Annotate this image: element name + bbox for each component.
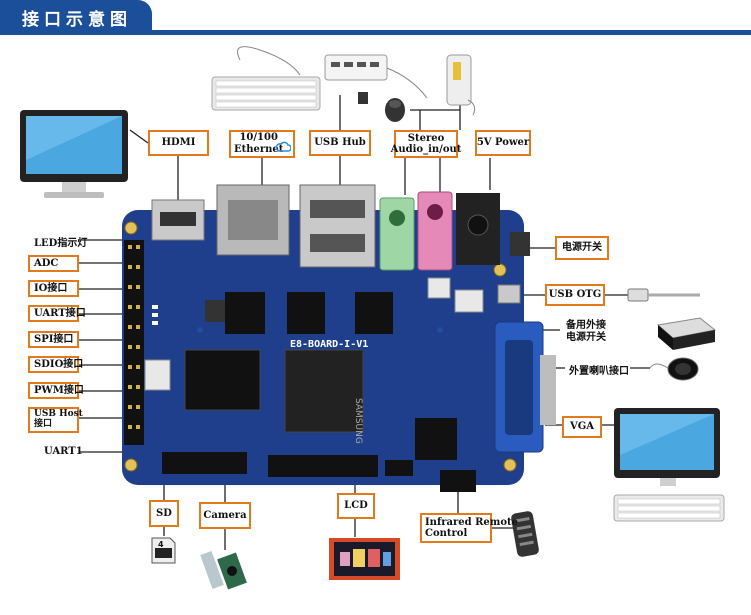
label-infrared-remote: Infrared Remote Control — [420, 513, 518, 543]
label-sd-text: SD — [156, 507, 172, 519]
monitor-vga-picture — [613, 408, 725, 522]
label-sdio: SDIO接口 — [28, 356, 83, 373]
backup-power-picture — [656, 317, 717, 350]
label-camera-text: Camera — [203, 509, 247, 521]
label-backup-power: 备用外接 电源开关 — [566, 320, 606, 344]
label-camera: Camera — [199, 502, 251, 529]
speaker-picture — [649, 357, 699, 381]
label-pwm-text: PWM接口 — [34, 384, 84, 396]
board-picture — [122, 184, 556, 492]
label-led: LED指示灯 — [34, 238, 88, 249]
label-usb-hub-text: USB Hub — [314, 137, 366, 149]
label-io-text: IO接口 — [34, 282, 68, 294]
label-backup-line1: 备用外接 — [566, 320, 606, 331]
label-usb-host-line1: USB Host — [34, 409, 83, 419]
label-speaker: 外置喇叭接口 — [569, 366, 629, 377]
header-bar: 接口示意图 — [0, 0, 751, 38]
label-hdmi: HDMI — [148, 130, 209, 156]
chip-brand-label: SAMSUNG — [353, 398, 363, 444]
audio-device-picture — [446, 54, 476, 116]
header-rule — [0, 30, 751, 35]
label-stereo-audio: Stereo Audio_in/out — [391, 130, 461, 158]
page-title: 接口示意图 — [0, 0, 152, 34]
label-usb-otg-text: USB OTG — [548, 289, 602, 301]
label-vga-text: VGA — [569, 421, 595, 433]
label-uart-text: UART接口 — [34, 307, 86, 319]
label-power-switch-text: 电源开关 — [562, 242, 602, 254]
usb-cable-picture — [627, 288, 700, 302]
label-stereo-line1: Stereo — [407, 132, 445, 144]
label-ethernet: 10/100 Ethernet — [229, 130, 295, 158]
label-uart1: UART1 — [44, 446, 83, 457]
label-usb-host: USB Host 接口 — [28, 407, 83, 433]
monitor-hdmi-picture — [20, 110, 128, 198]
label-hdmi-text: HDMI — [161, 137, 196, 149]
label-ir-line1: Infrared Remote — [425, 516, 519, 528]
label-5v-power-text: 5V Power — [476, 137, 530, 149]
keyboard-mouse-picture — [211, 46, 428, 122]
sd-capacity: 4 — [158, 540, 164, 549]
label-adc-text: ADC — [34, 257, 59, 269]
label-usb-hub: USB Hub — [309, 130, 371, 156]
label-adc: ADC — [28, 255, 79, 272]
label-io: IO接口 — [28, 280, 79, 297]
label-usb-otg: USB OTG — [545, 284, 605, 306]
board-silkscreen-label: E8-BOARD-I-V1 — [290, 339, 368, 350]
label-vga: VGA — [562, 416, 602, 438]
label-lcd: LCD — [337, 493, 375, 519]
label-stereo-line2: Audio_in/out — [390, 144, 462, 155]
label-ethernet-text: 10/100 Ethernet — [234, 132, 283, 157]
camera-module-picture — [200, 551, 247, 590]
sd-card-picture: 4 — [151, 537, 176, 564]
label-uart: UART接口 — [28, 305, 86, 322]
cloud-icon — [275, 141, 291, 152]
label-spi-text: SPI接口 — [34, 333, 74, 345]
label-power-switch: 电源开关 — [555, 236, 609, 260]
label-backup-line2: 电源开关 — [566, 332, 606, 343]
label-ir-line2: Control — [425, 528, 468, 539]
label-lcd-text: LCD — [344, 500, 368, 512]
label-spi: SPI接口 — [28, 331, 79, 348]
remote-picture — [511, 511, 539, 557]
label-usb-host-line2: 接口 — [34, 419, 53, 430]
label-sd: SD — [149, 500, 179, 527]
label-ethernet-line1: 10/100 — [239, 131, 278, 143]
label-sdio-text: SDIO接口 — [34, 358, 84, 370]
label-pwm: PWM接口 — [28, 382, 84, 399]
label-ethernet-line2: Ethernet — [234, 144, 284, 155]
lcd-picture — [329, 538, 400, 580]
label-5v-power: 5V Power — [475, 130, 531, 156]
